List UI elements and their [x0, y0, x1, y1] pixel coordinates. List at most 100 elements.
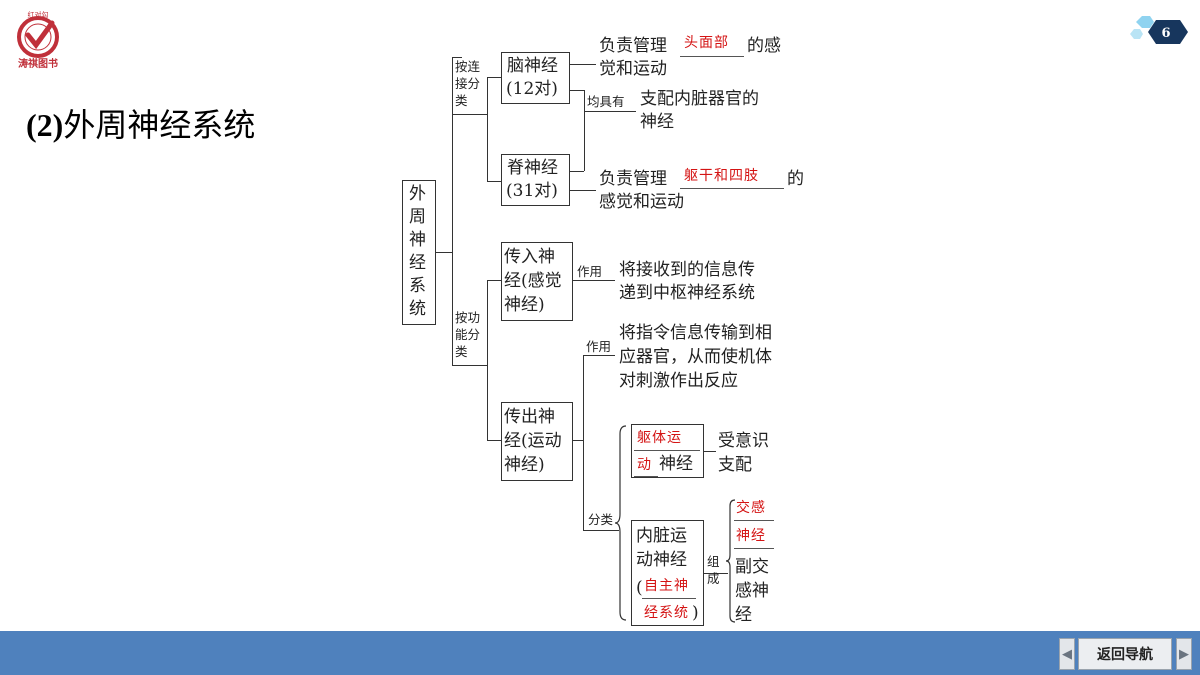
efferent-desc: 应器官，从而使机体	[619, 347, 772, 367]
somatic-suffix: 神经	[659, 454, 693, 474]
prev-arrow-icon: ◀	[1062, 646, 1072, 662]
visceral-label: 内脏运	[636, 526, 687, 546]
page-number-badge	[1130, 16, 1188, 44]
compose-label: 成	[707, 571, 720, 586]
somatic-answer: 躯体运	[637, 430, 682, 446]
group-function-label: 能分	[455, 327, 481, 342]
prev-page-button[interactable]: ◀	[1059, 638, 1075, 670]
somatic-nerve-box	[631, 424, 704, 478]
efferent-action-label: 作用	[586, 339, 612, 354]
sympathetic-answer: 交感	[736, 500, 766, 516]
efferent-desc: 对刺激作出反应	[619, 371, 738, 391]
connector	[583, 355, 615, 356]
somatic-desc: 支配	[718, 455, 752, 475]
compose-label: 组	[707, 554, 720, 569]
efferent-label: 神经)	[504, 455, 545, 475]
brand-badge-text: 红对勾	[28, 10, 49, 19]
efferent-label: 传出神	[504, 407, 555, 427]
connector	[487, 77, 501, 78]
spinal-nerve-label: 脊神经	[507, 158, 558, 178]
brain-desc-line2: 觉和运动	[599, 59, 667, 79]
connector	[583, 530, 619, 531]
connector	[452, 57, 462, 58]
root-char: 外	[409, 184, 426, 204]
visceral-answer: 经系统	[644, 605, 689, 621]
group-function-label: 类	[455, 344, 468, 359]
afferent-action-label: 作用	[577, 264, 603, 279]
answer-underline	[680, 56, 744, 57]
group-connection-label: 类	[455, 93, 468, 108]
connector	[583, 355, 584, 530]
classify-label: 分类	[588, 512, 614, 527]
group-connection-label: 按连	[455, 59, 481, 74]
answer-underline	[734, 520, 774, 521]
visceral-paren: (	[636, 578, 643, 598]
both-have-desc: 支配内脏器官的	[640, 89, 759, 109]
parasympathetic-label: 经	[735, 605, 752, 625]
brain-desc-answer: 头面部	[684, 35, 729, 51]
spinal-desc-post: 的	[787, 169, 804, 189]
root-char: 系	[409, 276, 426, 296]
next-page-button[interactable]: ▶	[1176, 638, 1192, 670]
classify-brace	[614, 425, 627, 621]
spinal-desc-line2: 感觉和运动	[599, 192, 684, 212]
connector	[487, 77, 488, 181]
brand-logo: 红对勾	[17, 10, 59, 58]
connector	[704, 573, 728, 574]
connector	[487, 440, 501, 441]
brain-nerve-count: (12对)	[506, 79, 558, 99]
both-have-label: 均具有	[587, 94, 625, 109]
afferent-nerve-box	[501, 242, 573, 321]
brain-desc-pre: 负责管理	[599, 36, 667, 56]
spinal-desc-answer: 躯干和四肢	[684, 168, 759, 184]
compose-brace	[725, 499, 736, 623]
connector	[584, 90, 585, 171]
answer-underline	[642, 598, 696, 599]
connector	[573, 280, 615, 281]
answer-underline	[734, 548, 774, 549]
parasympathetic-label: 副交	[735, 557, 769, 577]
title-text: 外周神经系统	[63, 106, 256, 144]
brand-caption: 涛祺图书	[18, 59, 58, 70]
connector	[487, 280, 501, 281]
spinal-desc-pre: 负责管理	[599, 169, 667, 189]
visceral-paren: )	[692, 603, 699, 623]
afferent-desc: 将接收到的信息传	[619, 260, 755, 280]
brain-desc-post: 的感	[747, 36, 781, 56]
brain-nerve-label: 脑神经	[507, 56, 558, 76]
root-char: 神	[409, 230, 426, 250]
visceral-answer: 自主神	[644, 578, 689, 594]
afferent-label: 传入神	[504, 247, 555, 267]
somatic-answer: 动	[637, 457, 652, 473]
root-char: 统	[409, 299, 426, 319]
connector	[704, 451, 716, 452]
back-to-nav-button[interactable]: 返回导航	[1078, 638, 1172, 670]
bottom-bar	[0, 631, 1200, 675]
group-connection-label: 接分	[455, 76, 481, 91]
connector	[584, 111, 636, 112]
next-arrow-icon: ▶	[1179, 646, 1189, 662]
connector	[452, 365, 487, 366]
connector	[487, 181, 501, 182]
root-char: 周	[409, 207, 426, 227]
afferent-label: 经(感觉	[504, 271, 562, 291]
connector	[452, 57, 453, 365]
sympathetic-answer: 神经	[736, 528, 766, 544]
page-number: 6	[1161, 26, 1171, 41]
both-have-desc: 神经	[640, 112, 674, 132]
efferent-desc: 将指令信息传输到相	[619, 323, 772, 343]
parasympathetic-label: 感神	[735, 581, 769, 601]
spinal-nerve-box	[501, 154, 570, 206]
connector	[570, 90, 584, 91]
root-box	[402, 180, 436, 325]
title-prefix: (2)	[26, 107, 64, 143]
connector	[452, 114, 487, 115]
connector	[570, 190, 596, 191]
visceral-label: 动神经	[636, 550, 687, 570]
answer-underline	[680, 188, 784, 189]
answer-underline	[634, 450, 700, 451]
group-function-label: 按功	[455, 310, 481, 325]
visceral-nerve-box	[631, 520, 704, 626]
efferent-nerve-box	[501, 402, 573, 481]
connector	[487, 280, 488, 440]
